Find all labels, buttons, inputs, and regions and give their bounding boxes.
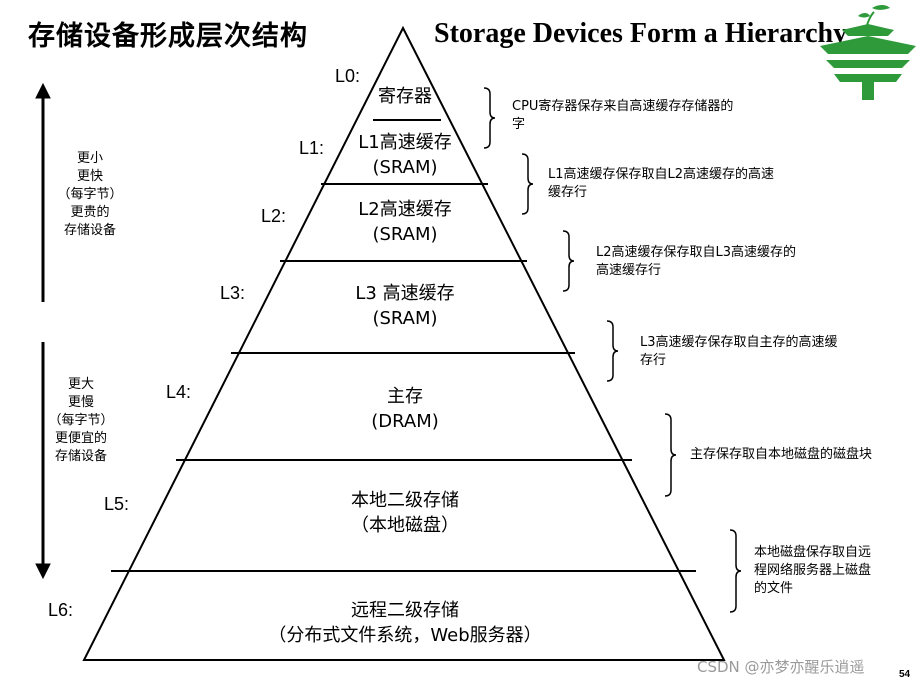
tier-l5-local-storage: 本地二级存储 （本地磁盘） [351,488,459,538]
note-l4: 主存保存取自本地磁盘的磁盘块 [690,447,873,462]
brace-l5 [729,529,742,613]
faster-arrow [35,82,51,302]
note-l1: L1高速缓存保存取自L2高速缓存的高速 缓存行 [548,167,775,200]
tier-l6-tech: （分布式文件系统，Web服务器） [268,625,542,646]
tier-l4-name: 主存 [387,386,423,407]
tier-l3-cache: L3 高速缓存 (SRAM) [355,281,454,331]
bottom-side-note: 更大 更慢 （每字节） 更便宜的 存储设备 [48,377,114,464]
tier-l4-main-memory: 主存 (DRAM) [371,384,439,434]
tier-l0-registers: 寄存器 [378,84,432,109]
top-side-note: 更小 更快 （每字节） 更贵的 存储设备 [57,151,123,238]
brace-l3 [606,320,619,382]
note-l2: L2高速缓存保存取自L3高速缓存的 高速缓存行 [596,245,797,278]
tier-l5-name: 本地二级存储 [351,490,459,511]
brace-l4 [664,413,677,497]
note-l5: 本地磁盘保存取自远 程网络服务器上磁盘 的文件 [754,545,872,596]
level-label-l1: L1: [299,138,325,158]
pyramid-outline [82,25,726,661]
english-title: Storage Devices Form a Hierarchy [434,18,848,49]
level-label-l5: L5: [104,494,130,514]
tier-l2-tech: (SRAM) [372,224,438,245]
tier-l5-tech: （本地磁盘） [351,515,459,536]
tier-l6-remote-storage: 远程二级存储 （分布式文件系统，Web服务器） [268,598,541,648]
level-label-l6: L6: [48,600,74,620]
slower-arrow [35,342,51,580]
tier-l4-tech: (DRAM) [371,411,439,432]
tier-l0-name: 寄存器 [378,86,432,107]
csdn-watermark: CSDN @亦梦亦醒乐逍遥 [697,658,865,676]
tier-l1-name: L1高速缓存 [358,132,452,153]
level-label-l3: L3: [220,283,246,303]
brace-l2 [562,230,575,292]
brace-l0 [483,87,496,149]
tier-l1-tech: (SRAM) [372,157,438,178]
brace-l1 [521,153,534,215]
tier-l1-cache: L1高速缓存 (SRAM) [358,130,451,180]
tier-l2-cache: L2高速缓存 (SRAM) [358,197,451,247]
university-logo [820,5,916,100]
note-l0: CPU寄存器保存来自高速缓存存储器的 字 [512,99,734,132]
level-label-l0: L0: [335,66,361,86]
level-label-l4: L4: [166,382,192,402]
note-l3: L3高速缓存保存取自主存的高速缓 存行 [640,335,838,368]
level-label-l2: L2: [261,206,287,226]
tier-l6-name: 远程二级存储 [351,600,459,621]
chinese-title: 存储设备形成层次结构 [28,21,308,52]
page-number: 54 [899,669,911,680]
tier-l2-name: L2高速缓存 [358,199,452,220]
tier-l3-tech: (SRAM) [372,308,438,329]
tier-l3-name: L3 高速缓存 [355,283,455,304]
